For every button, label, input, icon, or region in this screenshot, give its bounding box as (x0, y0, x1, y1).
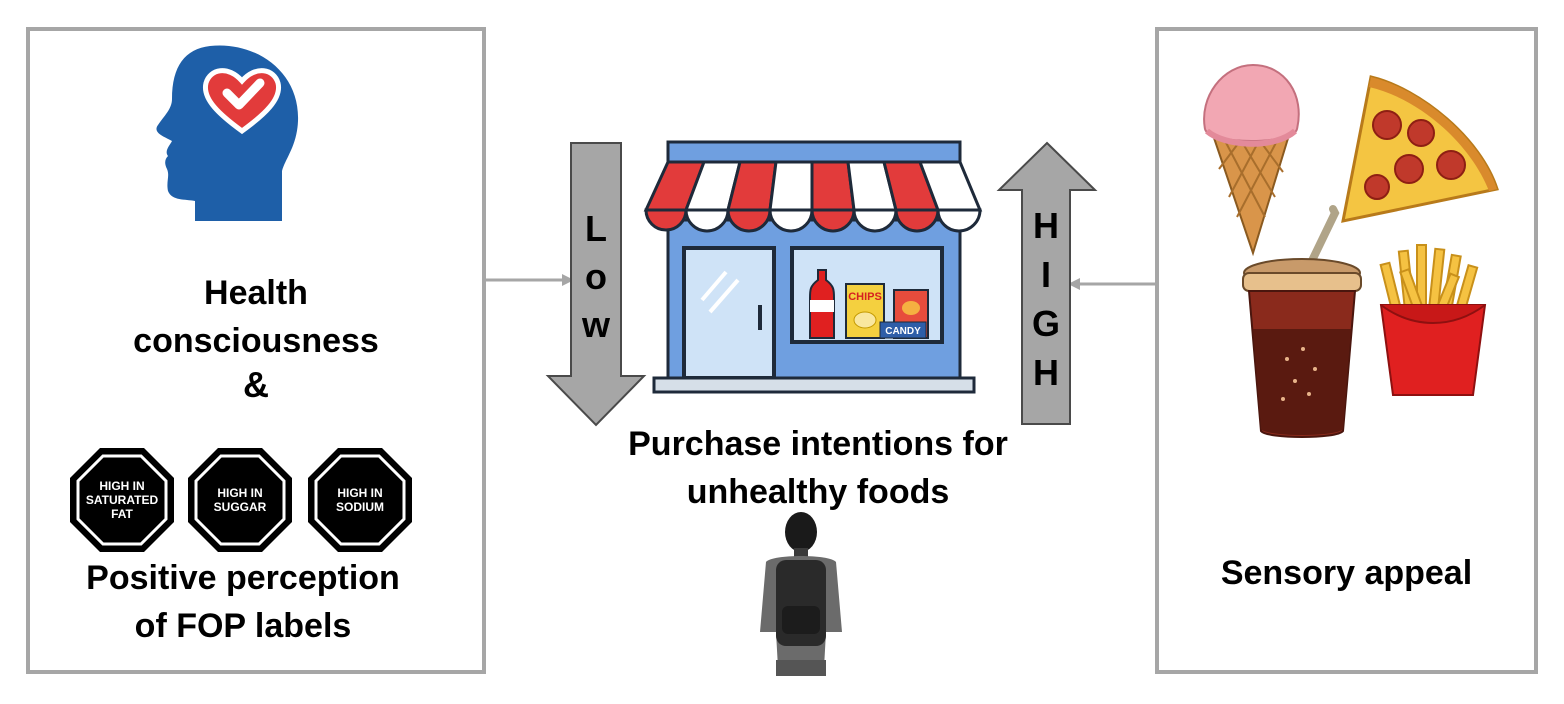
person-icon (760, 512, 842, 676)
high-arrow-icon (996, 141, 1098, 425)
health-panel: Health consciousness & HIGH IN SATURATED… (26, 27, 486, 674)
octagon-icon (308, 448, 412, 552)
high-letter-h1: H (1033, 205, 1059, 246)
fop-badge-sodium: HIGH IN SODIUM (306, 446, 414, 554)
fop-label-line2: of FOP labels (134, 607, 352, 645)
pizza-icon (1341, 75, 1499, 223)
low-letter-w: w (581, 304, 610, 345)
fop-text-line2: SODIUM (336, 500, 384, 514)
head-heart-icon (156, 45, 299, 221)
low-letter-o: o (585, 256, 607, 297)
high-letter-h2: H (1033, 352, 1059, 393)
octagon-icon (70, 448, 174, 552)
ampersand-label: & (243, 364, 269, 405)
store-icon: CHIPS CANDY (643, 140, 983, 394)
fop-label-line1: Positive perception (86, 559, 400, 597)
fries-icon (1379, 244, 1487, 396)
fop-text-line1: HIGH IN (337, 486, 383, 500)
high-letter-i: I (1040, 254, 1051, 295)
sensory-panel: Sensory appeal (1155, 27, 1538, 674)
fop-perception-label: Positive perception of FOP labels (30, 554, 456, 650)
health-label-line2: consciousness (133, 322, 379, 360)
high-letter-g: G (1031, 303, 1060, 344)
fop-text-line2: SATURATED (85, 493, 159, 507)
chips-text: CHIPS (848, 291, 882, 303)
ice-cream-icon (1203, 63, 1300, 257)
fop-text-line1: HIGH IN (99, 479, 145, 493)
connector-arrow-left (486, 274, 574, 286)
fop-badge-sugar: HIGH IN SUGGAR (186, 446, 294, 554)
fop-text-line3: FAT (111, 507, 133, 521)
fop-badge-saturated-fat: HIGH IN SATURATED FAT (68, 446, 176, 554)
low-letter-l: L (585, 208, 607, 249)
connector-arrow-right (1068, 278, 1156, 290)
purchase-intentions-label: Purchase intentions for unhealthy foods (560, 420, 1076, 516)
sensory-appeal-label: Sensory appeal (1220, 554, 1473, 592)
low-arrow-icon (545, 142, 647, 427)
octagon-icon (188, 448, 292, 552)
fop-text-line2: SUGGAR (213, 500, 267, 514)
health-consciousness-label: Health consciousness (30, 269, 482, 365)
health-label-line1: Health (204, 274, 308, 312)
center-label-line2: unhealthy foods (686, 473, 950, 511)
candy-text: CANDY (885, 326, 921, 337)
fop-text-line1: HIGH IN (217, 486, 263, 500)
soda-cup-icon (1242, 205, 1362, 438)
center-label-line1: Purchase intentions for (628, 425, 1008, 463)
